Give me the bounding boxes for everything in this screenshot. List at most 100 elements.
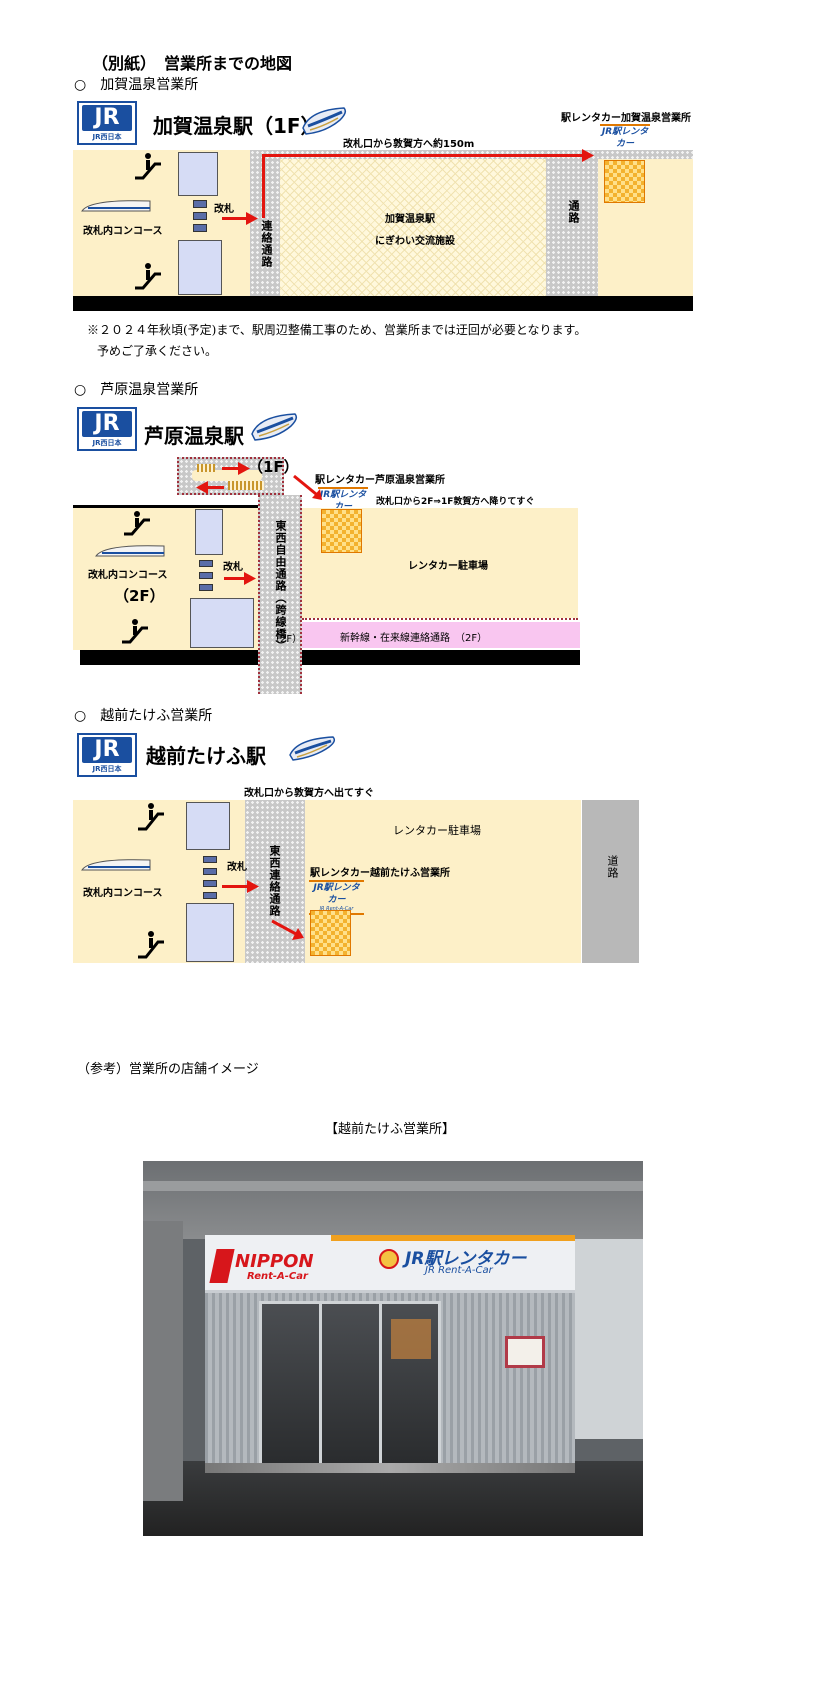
awara-track-bar-right [302,650,580,665]
awara-passage-2f: （2F） [270,634,303,645]
awara-parking-border [302,618,578,621]
awara-track-bar-left [80,650,258,665]
arrow-head-icon [247,880,259,893]
photo-sign-stripe [331,1235,575,1241]
jr-logo-caption: JR西日本 [92,764,122,773]
route-arrow [271,919,304,940]
jr-logo-mark: JR [82,410,132,437]
reference-heading: （参考）営業所の店舗イメージ [77,1062,259,1077]
kaga-track-bar [73,296,693,311]
office-label-awara: 駅レンタカー芦原温泉営業所 [315,475,445,486]
kaga-passage-label: 通路 [567,200,580,224]
arrow-head-icon [196,481,208,494]
photo-background [573,1239,643,1439]
photo-pillar [143,1221,183,1501]
takefu-parking: レンタカー駐車場 [393,824,481,837]
escalator-icon [124,511,150,536]
page-title: （別紙） 営業所までの地図 [92,54,293,73]
takefu-stair-upper [186,802,230,850]
escalator-icon [122,619,148,644]
awara-1f-stairs [192,470,262,481]
sign-jr: JR駅レンタカー [405,1249,527,1269]
rentacar-logo-sub: JR Rent-A-Car [319,906,354,912]
photo-floor [143,1461,643,1536]
awara-floor-2f: （2F） [114,587,165,605]
shinkansen-train-icon [302,107,347,135]
awara-free-passage-label: 東西自由通路（跨線橋） [274,520,287,652]
photo-door-frame [379,1301,382,1466]
shinkansen-train-icon [95,545,165,557]
route-arrow [262,156,265,218]
jr-logo-mark: JR [82,736,132,763]
photo-ceiling [143,1161,643,1239]
kaga-concourse: 改札内コンコース [83,226,163,237]
route-arrow [222,467,242,470]
kaga-office-location [604,160,645,203]
escalator-icon [138,803,164,831]
kaga-gate-2 [193,212,207,220]
awara-floor-1f: （1F） [248,458,299,476]
rentacar-logo-main: JR駅レンタカー [313,883,360,905]
awara-concourse: 改札内コンコース [88,570,168,581]
kaga-stair-upper [178,152,218,196]
escalator-icon [135,153,161,180]
escalator-icon [135,263,161,290]
station-name-awara: 芦原温泉駅 [144,424,244,448]
awara-stair-upper [195,509,223,555]
kaga-facility [280,159,546,296]
jr-west-logo: JR JR西日本 [77,101,137,145]
kaga-ticket-gate: 改札 [214,204,234,215]
kaga-connector-label: 連絡通路 [260,220,273,268]
route-arrow [204,486,224,489]
station-name-takefu: 越前たけふ駅 [146,744,266,768]
awara-free-passage [258,495,302,694]
route-arrow [224,577,248,580]
awara-top-line [73,505,258,508]
arrow-head-icon [582,149,594,162]
shinkansen-train-icon [251,413,298,441]
photo-interior-shelf [391,1319,431,1359]
route-arrow [262,154,586,157]
shinkansen-train-icon [81,859,151,871]
takefu-gate-3 [203,880,217,887]
office-label-kaga: 駅レンタカー加賀温泉営業所 [561,113,691,124]
kaga-stair-lower [178,240,222,295]
kaga-connector-passage [250,150,280,296]
takefu-road-label: 道路 [606,855,619,879]
section-heading-takefu: ○ 越前たけふ営業所 [74,708,213,724]
kaga-facility-line2: にぎわい交流施設 [375,236,455,247]
awara-parking: レンタカー駐車場 [408,561,488,572]
takefu-road [582,800,639,963]
photo-beam [143,1181,643,1191]
takefu-ticket-gate: 改札 [227,862,247,873]
shinkansen-train-icon [289,736,336,761]
awara-gate-2 [199,572,213,579]
sign-nippon-sub: Rent-A-Car [247,1271,308,1282]
jr-west-logo: JR JR西日本 [77,733,137,777]
awara-ticket-gate: 改札 [223,562,243,573]
kaga-gate-1 [193,200,207,208]
route-arrow [293,474,322,500]
route-label-awara: 改札口から2F⇒1F敦賀方へ降りてすぐ [376,497,535,507]
store-photo: NIPPON Rent-A-Car JR駅レンタカー JR Rent-A-Car [143,1161,643,1536]
takefu-concourse: 改札内コンコース [83,888,163,899]
kaga-facility-line1: 加賀温泉駅 [385,214,435,225]
awara-office-location [321,509,362,553]
awara-stair-lower [190,598,254,648]
route-arrow [222,217,252,220]
jr-west-logo: JR JR西日本 [77,407,137,451]
arrow-head-icon [244,572,256,585]
photo-door-frame [319,1301,322,1466]
awara-gate-3 [199,584,213,591]
route-label-kaga: 改札口から敦賀方へ約150m [343,139,475,150]
kaga-gate-3 [193,224,207,232]
jr-logo-caption: JR西日本 [92,438,122,447]
station-name-kaga: 加賀温泉駅（1F） [153,114,321,138]
jr-logo-mark: JR [82,104,132,131]
rentacar-logo-main: JR駅レンタカー [601,127,649,149]
escalator-icon [138,931,164,959]
awara-pink-passage [302,622,580,648]
kaga-right-passage [546,150,598,296]
jr-logo-caption: JR西日本 [92,132,122,141]
awara-gate-1 [199,560,213,567]
